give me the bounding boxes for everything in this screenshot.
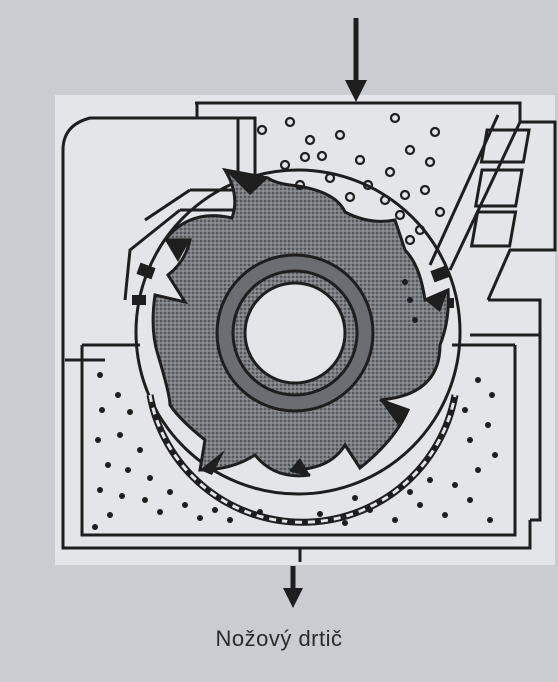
screen-grate bbox=[146, 394, 459, 526]
crushed-material bbox=[92, 279, 498, 530]
rotor-chamber bbox=[134, 168, 462, 496]
discharge-chamber bbox=[61, 298, 542, 562]
feed-material bbox=[256, 112, 446, 246]
side-inspection-window bbox=[428, 114, 557, 301]
rotor bbox=[151, 167, 450, 478]
discharge-arrow-icon bbox=[283, 566, 303, 608]
figure-caption: Nožový drtič bbox=[215, 626, 343, 651]
upper-housing bbox=[61, 101, 522, 520]
feed-arrow-icon bbox=[345, 18, 367, 102]
